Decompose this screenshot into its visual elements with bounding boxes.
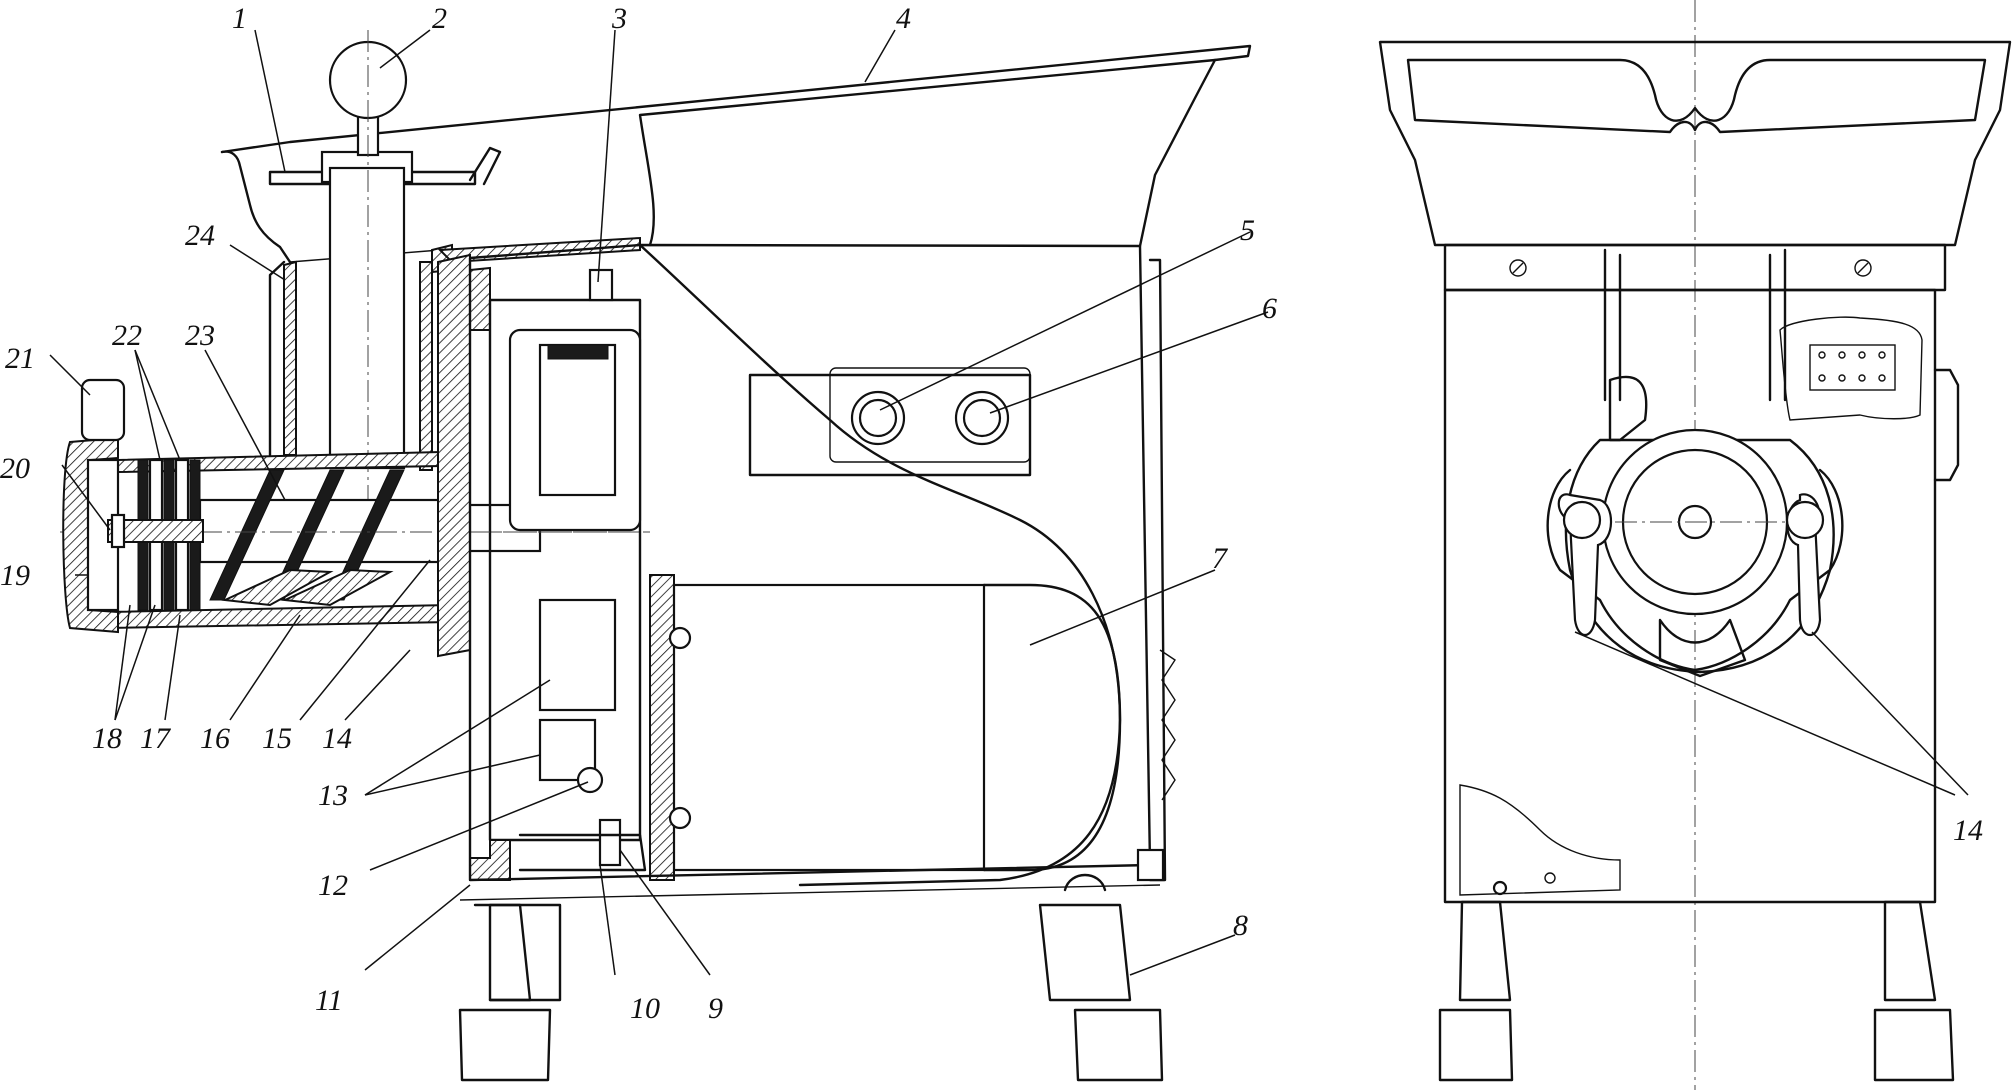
front-callout-leaders bbox=[1574, 631, 1969, 796]
indicator-grid bbox=[1818, 351, 1886, 382]
callout-22: 22 bbox=[112, 319, 142, 352]
callout-15: 15 bbox=[262, 722, 292, 755]
feed-neck bbox=[268, 236, 641, 471]
callout-21: 21 bbox=[5, 342, 35, 375]
side-section-view bbox=[49, 29, 1269, 1082]
callout-17: 17 bbox=[140, 722, 172, 755]
callout-1: 1 bbox=[232, 2, 247, 35]
callout-11: 11 bbox=[315, 984, 343, 1017]
callout-19: 19 bbox=[0, 559, 30, 592]
front-hopper bbox=[1378, 40, 2012, 292]
callout-5: 5 bbox=[1240, 214, 1255, 247]
callout-6: 6 bbox=[1262, 292, 1277, 325]
front-legs bbox=[1438, 900, 1955, 1082]
callout-16: 16 bbox=[200, 722, 230, 755]
electric-motor bbox=[649, 574, 1122, 881]
legs bbox=[458, 873, 1164, 1082]
callout-20: 20 bbox=[0, 452, 30, 485]
gearbox bbox=[437, 253, 650, 881]
front-body bbox=[1443, 248, 1960, 904]
callout-10: 10 bbox=[630, 992, 660, 1025]
callout-leaders bbox=[49, 29, 1269, 976]
callout-12: 12 bbox=[318, 869, 348, 902]
cutting-set bbox=[62, 378, 204, 634]
callout-13: 13 bbox=[318, 779, 348, 812]
callout-9: 9 bbox=[708, 992, 723, 1025]
callout-2: 2 bbox=[432, 2, 447, 35]
pusher bbox=[268, 30, 502, 500]
callout-18: 18 bbox=[92, 722, 122, 755]
callout-14b: 14 bbox=[1953, 814, 1983, 847]
front-grinder-head bbox=[1546, 375, 1844, 678]
control-buttons bbox=[850, 390, 1010, 446]
callout-4: 4 bbox=[896, 2, 911, 35]
callout-23: 23 bbox=[185, 319, 215, 352]
callout-14a: 14 bbox=[322, 722, 352, 755]
clamp-handles bbox=[1557, 493, 1825, 637]
hopper-tray bbox=[220, 44, 1252, 264]
callout-24: 24 bbox=[185, 219, 215, 252]
callout-8: 8 bbox=[1233, 909, 1248, 942]
front-view bbox=[1378, 0, 2012, 1090]
callout-3: 3 bbox=[611, 2, 627, 35]
auger-screw bbox=[60, 469, 640, 607]
callout-7: 7 bbox=[1212, 542, 1229, 575]
callout-labels: 1 2 3 4 5 6 7 8 9 10 11 12 13 14 15 16 1… bbox=[0, 2, 1983, 1025]
machine-body bbox=[468, 243, 1176, 887]
